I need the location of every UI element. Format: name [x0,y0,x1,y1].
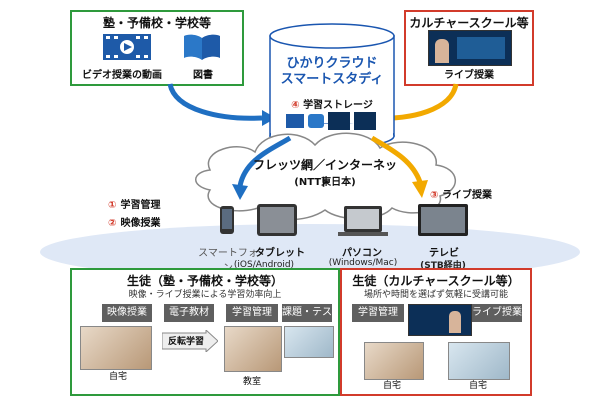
top-left-box-title: 塾・予備校・学校等 [102,16,211,30]
tablet-label: タブレット [255,248,305,259]
tv-icon [418,204,468,236]
chip-learning-mgmt: 学習管理 [226,304,278,322]
top-right-source-box: カルチャースクール等 ライブ授業 [404,10,534,86]
legend-num-2: ② [108,218,117,229]
tv-label: テレビ [429,248,459,259]
top-left-source-box: 塾・予備校・学校等 ビデオ授業の動画 図書 [70,10,244,86]
thumb-book-icon [308,114,324,128]
cloud-service-title-line1: ひかりクラウド [286,56,378,71]
delivery-arrow-orange [370,135,423,183]
home-study-photo [80,326,152,370]
laptop-icon [344,206,382,232]
device-platform [40,224,580,280]
upload-arrowhead-left [262,110,276,126]
legend-label-1: 学習管理 [120,200,161,211]
home-photo-2 [448,342,510,380]
home-photo-1 [364,342,424,380]
thumb-video-icon [286,114,304,128]
bottom-right-student-box: 生徒（カルチャースクール等） 場所や時間を選ばず気軽に受講可能 学習管理 ライブ… [340,268,532,396]
thumb-live-icon-2 [354,112,376,130]
pc-label: パソコン [342,248,382,259]
chip-e-materials: 電子教材 [164,304,214,322]
book-icon [182,30,222,62]
storage-thumbnails [286,112,378,130]
storage-text: 学習ストレージ [303,100,373,111]
cloud-service-title: ひかりクラウド スマートスタディ [272,56,392,88]
live-flow-num: ③ [430,190,439,201]
classroom-label: 教室 [242,377,261,387]
live-flow-label: ③ ライブ授業 [430,186,492,201]
classroom-photo [224,326,282,372]
laptop-screen [347,209,379,229]
whiteboard-icon [457,37,505,59]
book-label: 図書 [193,70,213,81]
legend-label-2: 映像授業 [120,218,161,229]
video-film-icon [102,32,152,62]
network-subtitle: (NTT東日本) [294,177,356,188]
network-title: フレッツ網／インターネット [252,158,397,189]
laptop-base-icon [338,232,388,236]
lecturer-figure [435,39,449,63]
lecturer-figure-right [449,311,461,333]
upload-arrow-left [167,83,263,121]
video-label: ビデオ授業の動画 [82,70,162,81]
chip-video-lecture: 映像授業 [102,304,152,322]
smartphone-screen [222,209,232,229]
bottom-left-subtitle: 映像・ライブ授業による学習効率向上 [128,290,282,300]
delivery-arrow-blue [237,135,292,187]
bottom-left-title: 生徒（塾・予備校・学校等） [126,274,283,288]
thumb-live-icon-1 [328,112,350,130]
flip-learning-label: 反転学習 [167,337,204,347]
top-right-box-title: カルチャースクール等 [409,16,529,30]
bottom-left-student-box: 生徒（塾・予備校・学校等） 映像・ライブ授業による学習効率向上 映像授業 電子教… [70,268,340,396]
storage-label: ④ 学習ストレージ [280,96,384,111]
cloud-service-title-line2: スマートスタディ [280,72,384,87]
legend-num-1: ① [108,200,117,211]
live-lecture-screen [408,304,472,336]
pc-os-label: (Windows/Mac) [328,258,398,268]
live-flow-text: ライブ授業 [441,190,492,201]
storage-num: ④ [291,100,300,111]
tablet-icon [257,204,297,236]
home-label: 自宅 [108,372,127,382]
tablet-screen [260,207,294,233]
delivery-arrowhead-blue [232,184,248,200]
bottom-right-title: 生徒（カルチャースクール等） [352,274,520,288]
live-lecture-label: ライブ授業 [444,70,494,81]
live-lecture-screen-icon [428,30,512,66]
tablet-os-label: (iOS/Android) [233,260,295,270]
flip-learning-arrow [161,328,219,354]
chip-assignment-test: 課題・テスト [282,304,332,336]
bottom-right-subtitle: 場所や時間を選ばず気軽に受講可能 [363,290,508,300]
tv-stb-label: (STB経由) [420,261,466,271]
home-label-1: 自宅 [382,381,401,391]
home-label-2: 自宅 [468,381,487,391]
delivery-arrowhead-orange [412,180,428,198]
tv-screen [421,207,465,233]
chip-live-lecture: ライブ授業 [472,304,522,322]
chip-learning-mgmt-right: 学習管理 [352,304,404,322]
smartphone-icon [220,206,234,234]
assignment-screenshot [284,326,334,358]
